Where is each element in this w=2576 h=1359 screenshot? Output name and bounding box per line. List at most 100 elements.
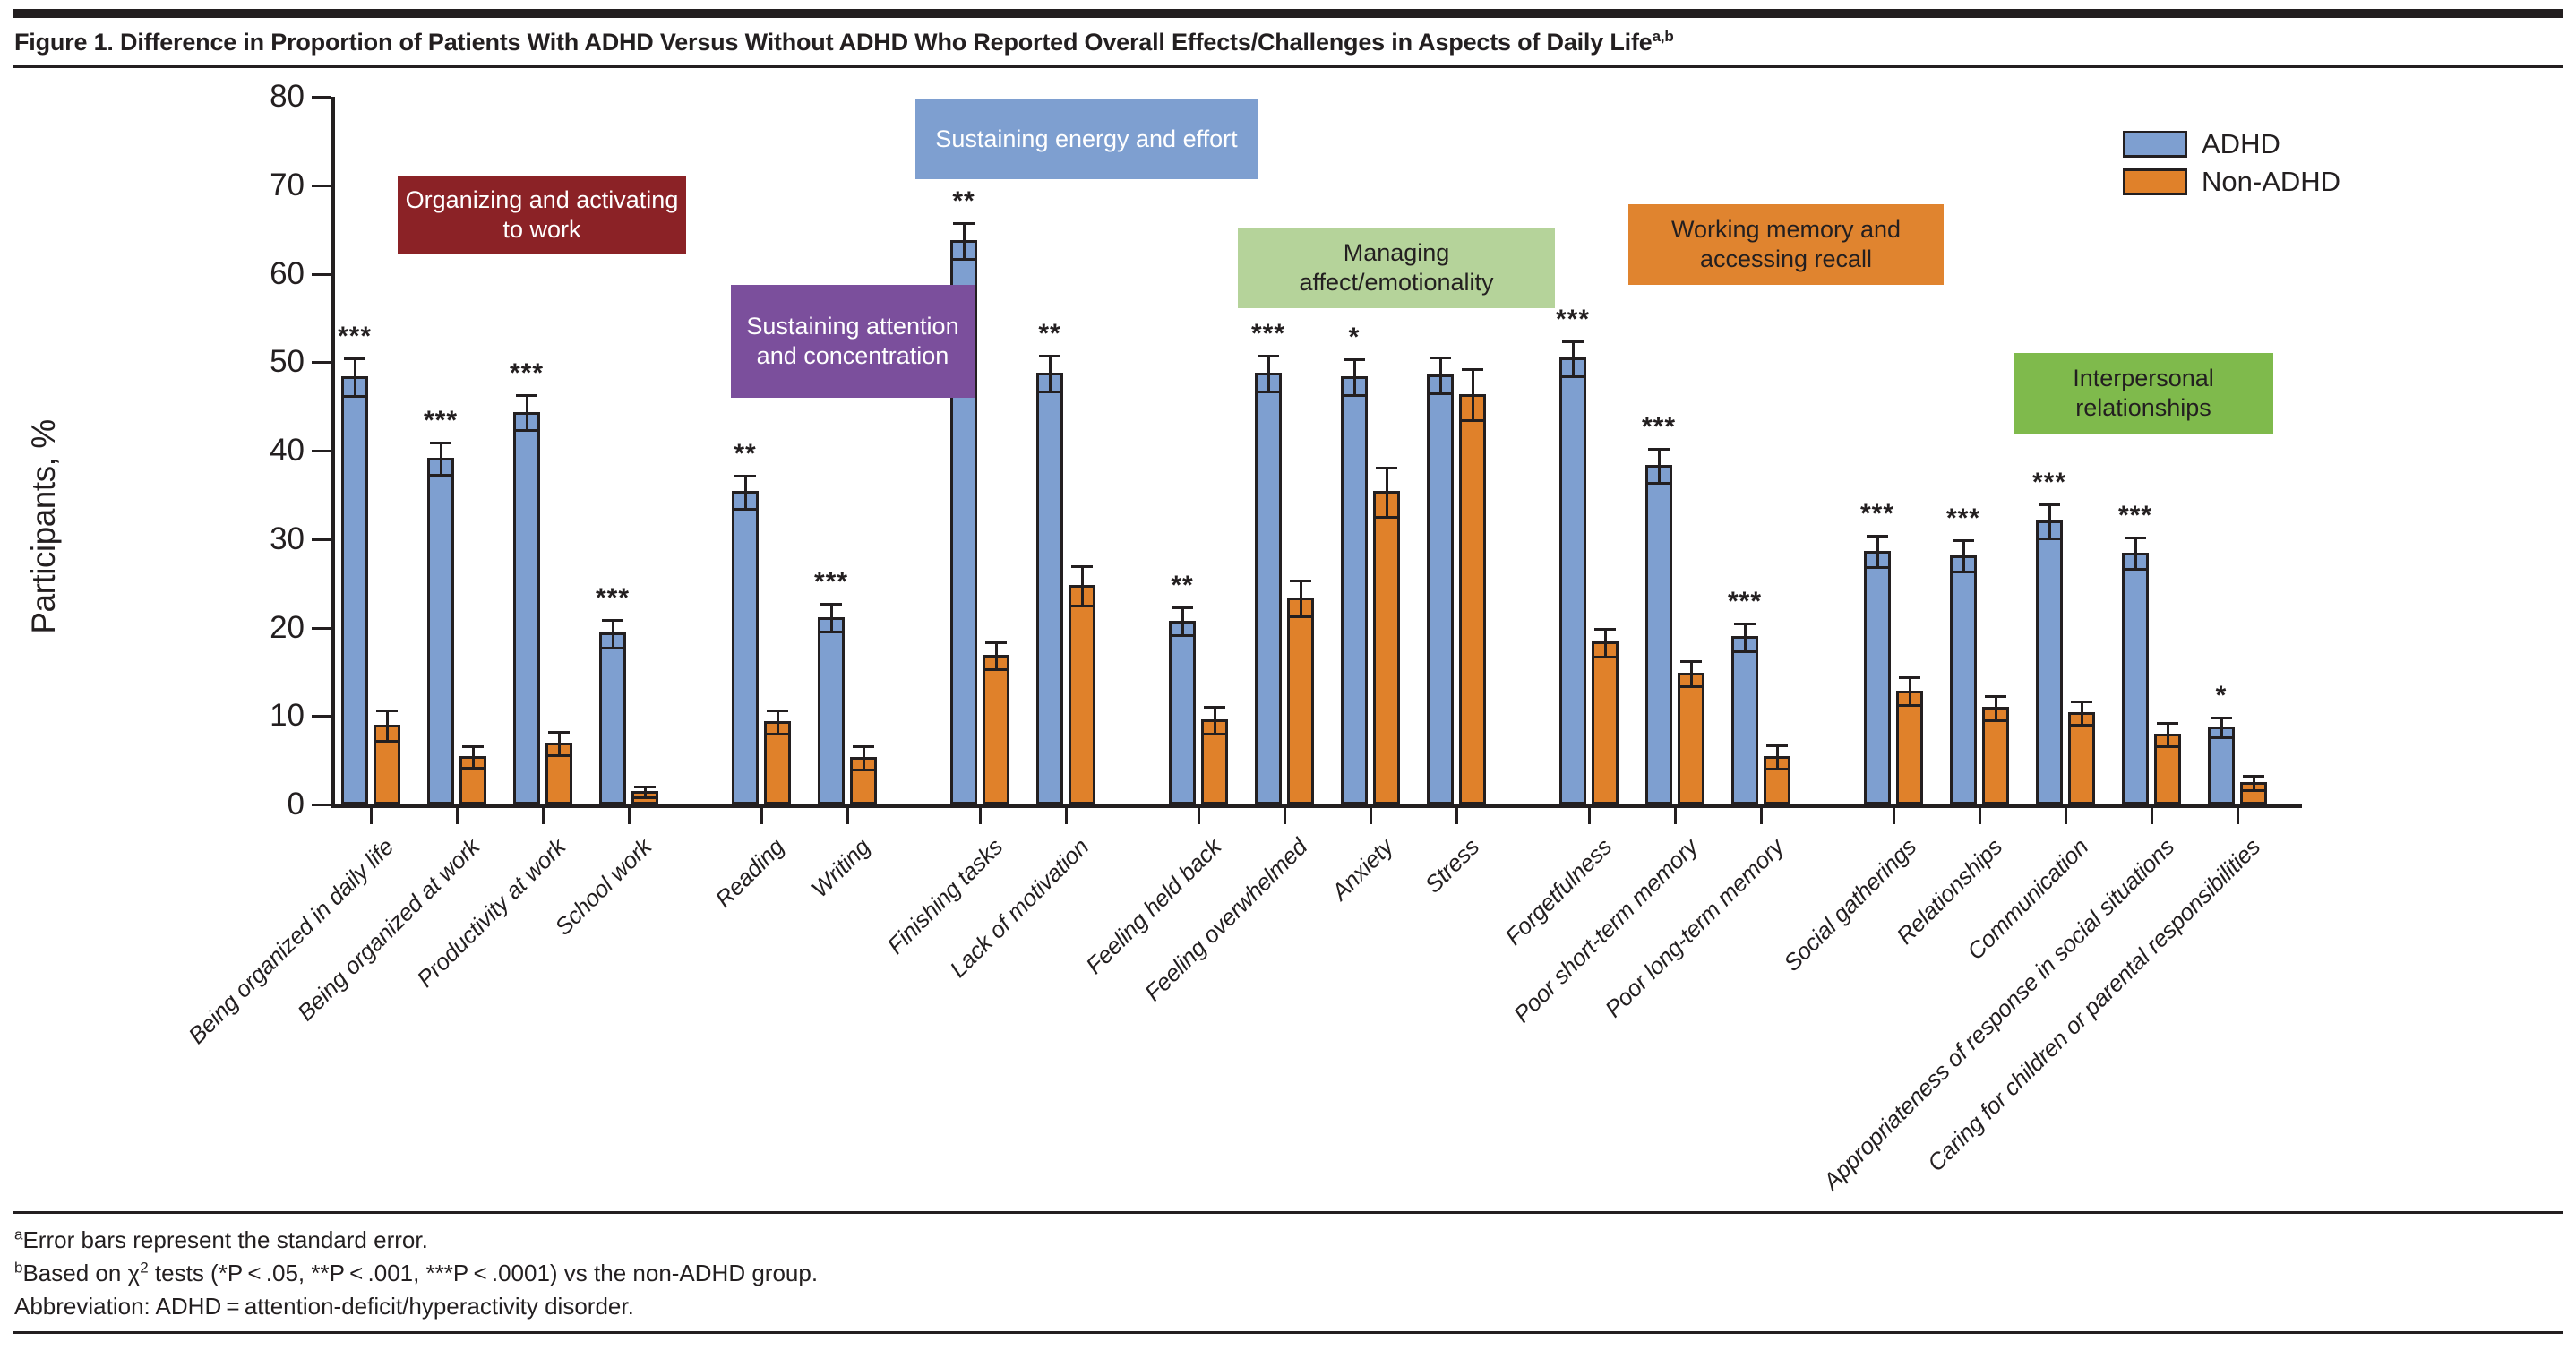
error-bar-cap — [548, 753, 570, 757]
error-bar-cap — [516, 393, 537, 397]
bar-adhd — [1731, 636, 1758, 804]
x-axis-line — [331, 804, 2302, 808]
x-axis-tick — [760, 804, 763, 824]
error-bar-cap — [820, 631, 842, 634]
x-axis-tick — [628, 804, 631, 824]
error-bar-cap — [1039, 355, 1060, 358]
x-axis-tick — [2065, 804, 2067, 824]
y-axis-tick — [312, 272, 331, 276]
figure-footer: aError bars represent the standard error… — [13, 1211, 2563, 1334]
error-bar — [863, 744, 865, 769]
y-axis-tick — [312, 715, 331, 718]
bar-non-adhd — [1982, 707, 2009, 804]
significance-marker: ** — [1038, 319, 1061, 349]
footnote-a-marker: a — [14, 1226, 23, 1243]
error-bar-cap — [2125, 536, 2146, 539]
significance-marker: *** — [1250, 319, 1286, 349]
y-axis-tick — [312, 450, 331, 452]
error-bar — [1353, 358, 1356, 394]
error-bar — [1300, 580, 1302, 615]
footnote-b-prefix: Based on χ — [22, 1259, 141, 1286]
error-bar-cap — [1953, 571, 1974, 574]
error-bar — [644, 786, 647, 797]
error-bar-cap — [634, 796, 656, 800]
error-bar-cap — [2125, 568, 2146, 572]
y-axis-title: Participants, % — [25, 419, 62, 634]
y-axis-tick-label: 30 — [270, 520, 305, 556]
error-bar — [2253, 775, 2255, 790]
error-bar-cap — [734, 508, 756, 512]
x-axis-tick — [846, 804, 849, 824]
bar-adhd — [599, 632, 626, 804]
category-header-box: Sustaining energy and effort — [915, 99, 1258, 179]
error-bar-cap — [1899, 675, 1920, 679]
error-bar-cap — [985, 667, 1007, 671]
x-axis-tick — [1370, 804, 1372, 824]
error-bar — [963, 222, 966, 258]
footnote-b: bBased on χ2 tests (*P < .05, **P < .001… — [14, 1257, 2562, 1290]
figure-title-text: Figure 1. Difference in Proportion of Pa… — [14, 29, 1653, 56]
bar-adhd — [1559, 357, 1586, 804]
y-axis-tick-label: 10 — [270, 698, 305, 734]
footnote-b-exponent: 2 — [140, 1259, 149, 1277]
legend-label: ADHD — [2202, 128, 2280, 159]
error-bar-cap — [1562, 375, 1584, 379]
x-axis-tick — [1674, 804, 1677, 824]
bar-adhd — [2122, 552, 2149, 804]
error-bar-cap — [1462, 368, 1483, 372]
header-rule-top — [13, 9, 2563, 18]
error-bar — [1081, 565, 1084, 605]
error-bar-cap — [2039, 503, 2060, 507]
error-bar-cap — [1071, 565, 1093, 569]
significance-marker: *** — [1727, 586, 1763, 616]
error-bar-cap — [1071, 604, 1093, 607]
y-axis-tick-label: 60 — [270, 255, 305, 291]
bar-adhd — [818, 616, 845, 804]
bar-adhd — [1341, 376, 1368, 804]
bar-adhd — [1645, 464, 1672, 804]
error-bar-cap — [2157, 744, 2178, 748]
error-bar — [1995, 694, 1997, 720]
error-bar-cap — [1258, 390, 1279, 393]
x-axis-tick — [1893, 804, 1895, 824]
significance-marker: * — [1348, 323, 1361, 353]
y-axis-tick-label: 80 — [270, 79, 305, 114]
error-bar-cap — [1376, 516, 1397, 520]
error-bar-cap — [344, 357, 365, 361]
y-axis-line — [331, 97, 335, 804]
x-axis-category-label: Writing — [805, 833, 876, 903]
error-bar — [526, 393, 528, 430]
x-axis-tick — [1979, 804, 1981, 824]
bar-adhd — [732, 491, 759, 804]
error-bar-cap — [853, 744, 874, 748]
error-bar-cap — [985, 641, 1007, 645]
footnote-b-marker: b — [14, 1259, 23, 1277]
bar-non-adhd — [983, 655, 1009, 804]
error-bar-cap — [1985, 694, 2006, 698]
x-axis-category-label: Productivity at work — [411, 833, 571, 993]
error-bar — [1439, 357, 1442, 392]
error-bar — [2220, 717, 2223, 736]
error-bar — [1658, 448, 1661, 482]
error-bar-cap — [1172, 606, 1193, 609]
y-axis-tick — [312, 361, 331, 365]
bar-adhd — [1169, 620, 1196, 804]
error-bar-cap — [734, 474, 756, 477]
error-bar — [1909, 675, 1911, 705]
error-bar-cap — [953, 222, 975, 226]
figure-title-superscript: a,b — [1652, 28, 1674, 45]
footnote-a-text: Error bars represent the standard error. — [22, 1226, 428, 1253]
footnote-a: aError bars represent the standard error… — [14, 1224, 2562, 1257]
error-bar-cap — [1344, 393, 1365, 397]
error-bar-cap — [1430, 391, 1451, 395]
error-bar-cap — [1867, 534, 1888, 538]
error-bar-cap — [1462, 419, 1483, 423]
x-axis-tick — [542, 804, 545, 824]
error-bar — [558, 731, 561, 754]
error-bar-cap — [1204, 706, 1225, 710]
error-bar-cap — [1734, 622, 1756, 625]
error-bar-cap — [1734, 650, 1756, 654]
